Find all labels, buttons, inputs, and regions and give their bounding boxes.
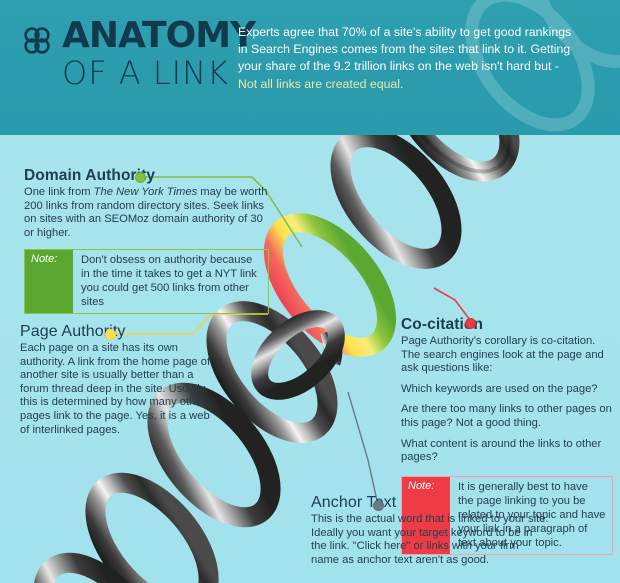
marker-dot-page-authority bbox=[106, 330, 115, 339]
note-tag-domain-authority: Note: bbox=[25, 250, 73, 314]
callout-title-page-authority: Page Authority bbox=[20, 323, 126, 340]
note-text-co-citation: It is generally best to have the page li… bbox=[458, 480, 606, 549]
title-main: ANATOMY bbox=[62, 15, 256, 56]
marker-dot-domain-authority bbox=[136, 173, 145, 182]
callout-domain-authority: Domain Authority One link from The New Y… bbox=[24, 167, 269, 315]
title-sub: OF A LINK bbox=[62, 54, 230, 92]
callout-body-page-authority: Each page on a site has its own authorit… bbox=[20, 342, 220, 437]
callout-paragraph: Each page on a site has its own authorit… bbox=[20, 342, 211, 436]
callout-paragraph: Page Authority's corollary is co-citatio… bbox=[401, 335, 604, 375]
callout-body-domain-authority: One link from The New York Times may be … bbox=[24, 186, 268, 239]
callout-co-citation: Co-citation Page Authority's corollary i… bbox=[401, 316, 613, 555]
callout-body-co-citation: Page Authority's corollary is co-citatio… bbox=[401, 335, 613, 465]
callout-anchor-text: Anchor Text This is the actual word that… bbox=[311, 494, 549, 567]
note-box-domain-authority: Note: Don't obsess on authority because … bbox=[24, 249, 269, 315]
note-text-domain-authority: Don't obsess on authority because in the… bbox=[81, 254, 257, 309]
intro-line-2: in Search Engines comes from the sites t… bbox=[238, 42, 571, 57]
intro-highlight: Not all links are created equal. bbox=[238, 76, 404, 91]
callout-body-anchor-text: This is the actual word that is linked t… bbox=[311, 513, 549, 567]
callout-paragraph: Which keywords are used on the page? bbox=[401, 382, 598, 395]
page-title: ANATOMY OF A LINK bbox=[62, 15, 256, 92]
connector-anchor-text bbox=[347, 391, 379, 506]
intro-line-3: your share of the 9.2 trillion links on … bbox=[238, 59, 559, 74]
intro-paragraph: Experts agree that 70% of a site's abili… bbox=[238, 24, 610, 93]
emphasis-nyt: The New York Times bbox=[93, 186, 198, 198]
callout-paragraph: What content is around the links to othe… bbox=[401, 437, 602, 464]
atom-link-icon bbox=[24, 27, 50, 54]
note-tag-co-citation: Note: bbox=[402, 476, 450, 554]
note-box-co-citation: Note: It is generally best to have the p… bbox=[401, 475, 613, 555]
intro-line-1: Experts agree that 70% of a site's abili… bbox=[238, 25, 572, 39]
header-swirl-decoration bbox=[465, 0, 620, 132]
callout-title-co-citation: Co-citation bbox=[401, 316, 484, 333]
logo bbox=[18, 22, 58, 67]
callout-title-anchor-text: Anchor Text bbox=[311, 494, 397, 511]
callout-title-domain-authority: Domain Authority bbox=[24, 167, 156, 184]
marker-dot-co-citation bbox=[466, 319, 475, 328]
header-band: ANATOMY OF A LINK Experts agree that 70%… bbox=[0, 0, 620, 135]
callout-page-authority: Page Authority Each page on a site has i… bbox=[20, 323, 220, 437]
marker-dot-anchor-text bbox=[374, 501, 383, 510]
callout-paragraph: This is the actual word that is linked t… bbox=[311, 513, 549, 566]
callout-paragraph: Are there too many links to other pages … bbox=[401, 403, 612, 429]
